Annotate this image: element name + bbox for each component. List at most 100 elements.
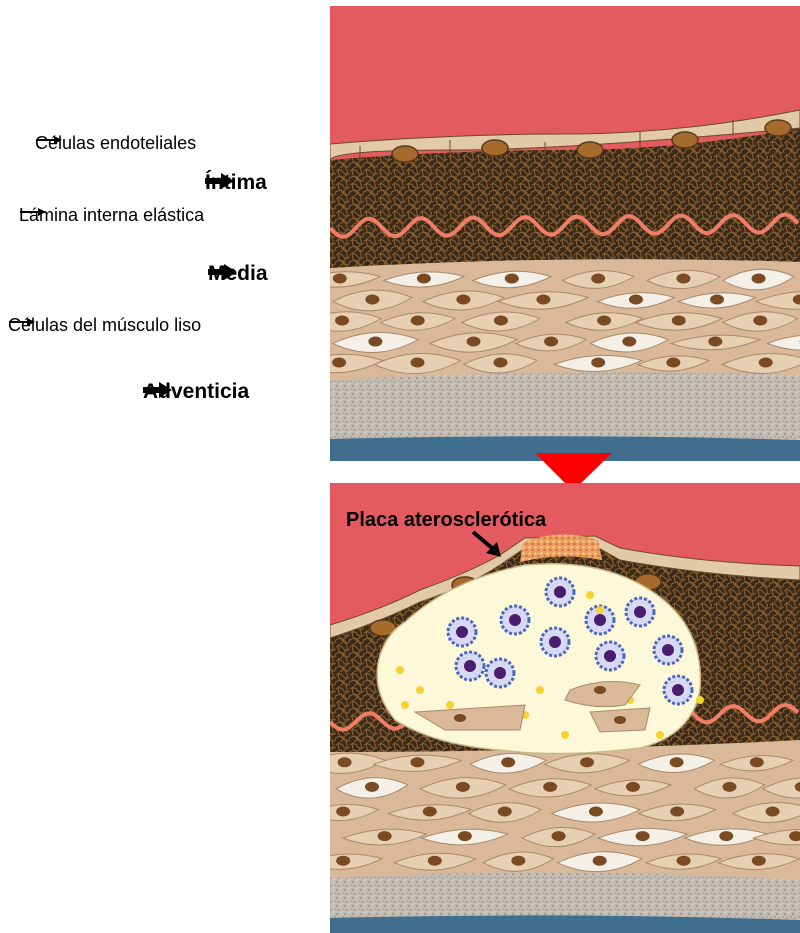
- lipid-droplet: [401, 701, 409, 709]
- nucleus: [666, 358, 680, 368]
- nucleus: [710, 295, 724, 305]
- nucleus: [580, 757, 594, 767]
- foam-cell-nucleus: [554, 586, 566, 598]
- foam-cell-nucleus: [494, 667, 506, 679]
- foam-cell-nucleus: [549, 636, 561, 648]
- small-right-arrow-icon: [19, 206, 47, 218]
- nucleus: [428, 856, 442, 866]
- nucleus: [392, 146, 418, 162]
- bold-right-arrow-icon: [205, 172, 235, 190]
- nucleus: [636, 831, 650, 841]
- nucleus: [577, 142, 603, 158]
- small-right-arrow-icon: [8, 316, 36, 328]
- label-adventitia: Adventicia: [143, 381, 249, 402]
- nucleus: [458, 831, 472, 841]
- nucleus: [417, 274, 431, 284]
- nucleus: [672, 316, 686, 326]
- label-smooth-muscle-cells: Células del músculo liso: [8, 316, 201, 334]
- label-internal-elastic-lamina: Lámina interna elástica: [19, 206, 204, 224]
- nucleus: [511, 856, 525, 866]
- nucleus: [333, 274, 347, 284]
- nucleus: [552, 831, 566, 841]
- diagonal-arrow-icon: [470, 528, 504, 560]
- nucleus: [543, 782, 557, 792]
- label-plaque: Placa aterosclerótica: [346, 510, 546, 530]
- nucleus: [536, 295, 550, 305]
- nucleus: [410, 757, 424, 767]
- nucleus: [494, 316, 508, 326]
- foam-cell-nucleus: [604, 650, 616, 662]
- nucleus: [593, 856, 607, 866]
- lipid-droplet: [586, 591, 594, 599]
- bold-right-arrow-icon: [208, 263, 238, 281]
- nucleus: [672, 132, 698, 148]
- nucleus: [622, 337, 636, 347]
- nucleus: [670, 807, 684, 817]
- nucleus: [670, 757, 684, 767]
- lipid-droplet: [596, 606, 604, 614]
- nucleus: [752, 856, 766, 866]
- foam-cell-nucleus: [672, 684, 684, 696]
- nucleus: [629, 295, 643, 305]
- nucleus: [759, 358, 773, 368]
- label-intima: Íntima: [205, 172, 267, 193]
- nucleus: [591, 274, 605, 284]
- nucleus: [626, 782, 640, 792]
- lipid-droplet: [416, 686, 424, 694]
- nucleus: [708, 337, 722, 347]
- outer-wall: [330, 915, 800, 933]
- lipid-droplet: [446, 701, 454, 709]
- diseased-artery-panel: [304, 483, 800, 933]
- nucleus: [423, 807, 437, 817]
- nucleus: [336, 807, 350, 817]
- nucleus: [505, 274, 519, 284]
- label-text: Células del músculo liso: [8, 315, 201, 335]
- foam-cell-nucleus: [594, 614, 606, 626]
- nucleus: [411, 358, 425, 368]
- nucleus: [766, 807, 780, 817]
- nucleus: [765, 120, 791, 136]
- nucleus: [597, 316, 611, 326]
- nucleus: [753, 316, 767, 326]
- nucleus: [498, 807, 512, 817]
- foam-cell-nucleus: [456, 626, 468, 638]
- healthy-artery-panel: [295, 6, 800, 461]
- nucleus: [677, 856, 691, 866]
- nucleus: [591, 358, 605, 368]
- foam-cell-nucleus: [634, 606, 646, 618]
- nucleus: [332, 358, 346, 368]
- nucleus: [365, 295, 379, 305]
- label-endothelial-cells: Células endoteliales: [35, 134, 196, 152]
- nucleus: [456, 782, 470, 792]
- small-right-arrow-icon: [35, 134, 63, 146]
- nucleus: [544, 337, 558, 347]
- nucleus: [750, 757, 764, 767]
- nucleus: [676, 274, 690, 284]
- nucleus: [493, 358, 507, 368]
- foam-cell-nucleus: [464, 660, 476, 672]
- nucleus: [368, 337, 382, 347]
- nucleus: [594, 686, 606, 694]
- lipid-droplet: [396, 666, 404, 674]
- nucleus: [378, 831, 392, 841]
- nucleus: [456, 295, 470, 305]
- nucleus: [752, 274, 766, 284]
- nucleus: [482, 140, 508, 156]
- nucleus: [467, 337, 481, 347]
- nucleus: [501, 757, 515, 767]
- lipid-droplet: [561, 731, 569, 739]
- nucleus: [719, 831, 733, 841]
- nucleus: [722, 782, 736, 792]
- nucleus: [589, 807, 603, 817]
- nucleus: [336, 856, 350, 866]
- nucleus: [614, 716, 626, 724]
- foam-cell-nucleus: [509, 614, 521, 626]
- nucleus: [338, 757, 352, 767]
- bold-right-arrow-icon: [143, 381, 173, 399]
- lipid-droplet: [656, 731, 664, 739]
- nucleus: [335, 316, 349, 326]
- nucleus: [411, 316, 425, 326]
- foam-cell-nucleus: [662, 644, 674, 656]
- label-media: Media: [208, 263, 268, 284]
